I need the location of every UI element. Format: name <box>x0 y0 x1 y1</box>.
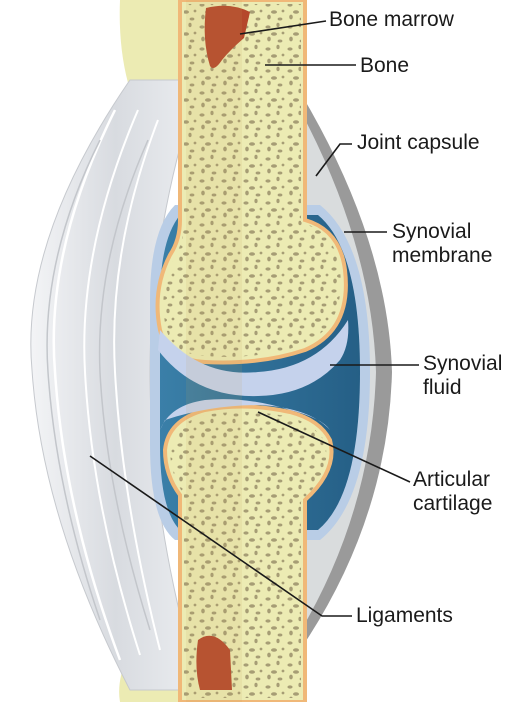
label-joint-capsule: Joint capsule <box>357 131 480 155</box>
label-synovial-membrane-line2: membrane <box>392 244 492 268</box>
label-bone: Bone <box>360 54 409 78</box>
label-articular-cartilage: Articular cartilage <box>413 468 492 516</box>
label-ligaments: Ligaments <box>356 604 453 628</box>
label-articular-cartilage-line1: Articular <box>413 468 492 492</box>
label-synovial-membrane: Synovial membrane <box>392 220 492 268</box>
label-articular-cartilage-line2: cartilage <box>413 492 492 516</box>
label-synovial-fluid-line2: fluid <box>423 376 502 400</box>
label-synovial-fluid: Synovial fluid <box>423 352 502 400</box>
label-synovial-membrane-line1: Synovial <box>392 220 492 244</box>
label-bone-marrow: Bone marrow <box>329 8 454 32</box>
label-synovial-fluid-line1: Synovial <box>423 352 502 376</box>
